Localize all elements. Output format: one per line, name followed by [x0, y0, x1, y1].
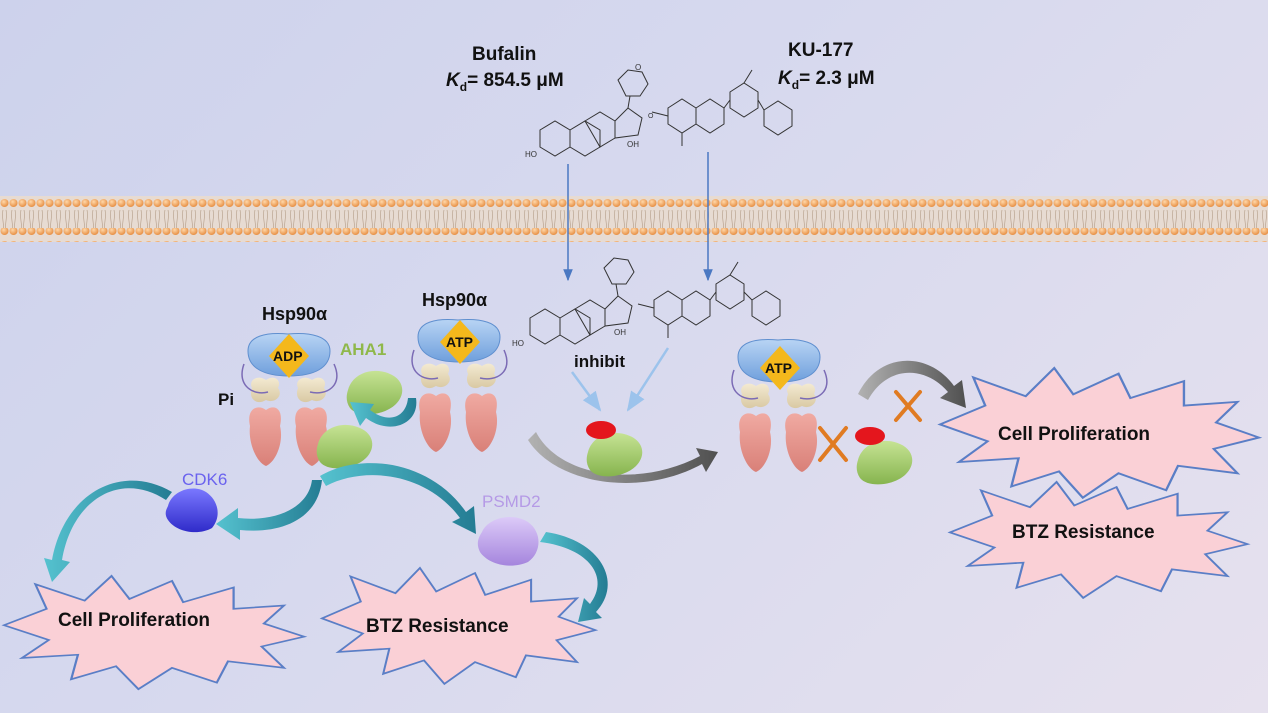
ku177-kd-symbol: K — [778, 68, 792, 89]
ku177-kd-value: = 2.3 μM — [799, 68, 875, 89]
bufalin-kd: Kd= 854.5 μM — [446, 70, 564, 94]
cdk6-label: CDK6 — [182, 470, 228, 489]
svg-text:HO: HO — [512, 339, 524, 348]
svg-text:O: O — [635, 63, 641, 72]
cdk6-blob-icon — [165, 488, 218, 533]
svg-text:OH: OH — [627, 140, 639, 149]
bufalin-kd-symbol: K — [446, 70, 460, 91]
left-resistance-label: BTZ Resistance — [366, 616, 509, 637]
ku177-inside-structure-icon — [637, 261, 781, 338]
adp-label: ADP — [273, 348, 303, 364]
svg-text:HO: HO — [525, 150, 537, 159]
drug-dot-icon — [586, 421, 616, 439]
cdk6-to-proliferation-arrow — [44, 480, 172, 582]
bufalin-kd-sub: d — [459, 79, 468, 94]
atp-blocked-diamond-icon — [760, 346, 800, 390]
gray-curved-arrow-left — [528, 432, 718, 483]
drug-dot-right-icon — [855, 427, 885, 445]
inhibit-label: inhibit — [574, 352, 625, 371]
adp-diamond-icon — [269, 334, 309, 378]
hsp90-adp-dimer-icon — [241, 333, 338, 467]
block-x-icon — [818, 426, 848, 462]
block-x-icon-2 — [894, 390, 922, 422]
psmd2-label: PSMD2 — [482, 492, 541, 511]
psmd2-to-resistance-arrow — [540, 532, 608, 622]
bufalin-kd-value: = 854.5 μM — [467, 70, 564, 91]
bufalin-inhibit-arrow — [570, 371, 602, 412]
hsp90-middle-label: Hsp90α — [422, 290, 488, 310]
ku177-kd-sub: d — [791, 77, 800, 92]
pi-label: Pi — [218, 390, 235, 409]
ku177-structure-icon: O — [648, 69, 793, 146]
ku177-kd: Kd= 2.3 μM — [778, 68, 875, 92]
aha1-cycle-arrow — [350, 398, 417, 427]
bufalin-structure-icon: HO OH O — [525, 63, 649, 159]
ku177-inhibit-arrow — [626, 347, 670, 412]
right-proliferation-label: Cell Proliferation — [998, 424, 1151, 445]
burst-star-left-proliferation — [2, 574, 306, 691]
svg-text:O: O — [648, 113, 654, 120]
hsp90-blocked-dimer-icon — [731, 339, 828, 473]
hsp-to-cdk6-arrow — [216, 480, 322, 540]
aha1-right-inhibited-blob-icon — [856, 440, 913, 485]
aha1-inhibited-blob-icon — [586, 432, 643, 477]
ku177-name: KU-177 — [788, 40, 854, 61]
psmd2-blob-icon — [477, 517, 539, 566]
bufalin-inside-structure-icon: HO OH — [512, 257, 635, 348]
cell-membrane — [0, 196, 1268, 242]
hsp90-atp-dimer-icon — [411, 319, 508, 453]
bufalin-name: Bufalin — [472, 44, 537, 65]
svg-text:OH: OH — [614, 328, 626, 337]
atp-label: ATP — [446, 334, 473, 350]
atp-diamond-icon — [440, 320, 480, 364]
right-resistance-label: BTZ Resistance — [1012, 522, 1155, 543]
aha1-label: AHA1 — [340, 340, 387, 359]
left-proliferation-label: Cell Proliferation — [58, 610, 211, 631]
hsp90-left-label: Hsp90α — [262, 304, 328, 324]
gray-curved-arrow-right — [858, 360, 966, 408]
hsp-to-psmd2-arrow — [320, 463, 476, 534]
atp-blocked-label: ATP — [765, 360, 792, 376]
